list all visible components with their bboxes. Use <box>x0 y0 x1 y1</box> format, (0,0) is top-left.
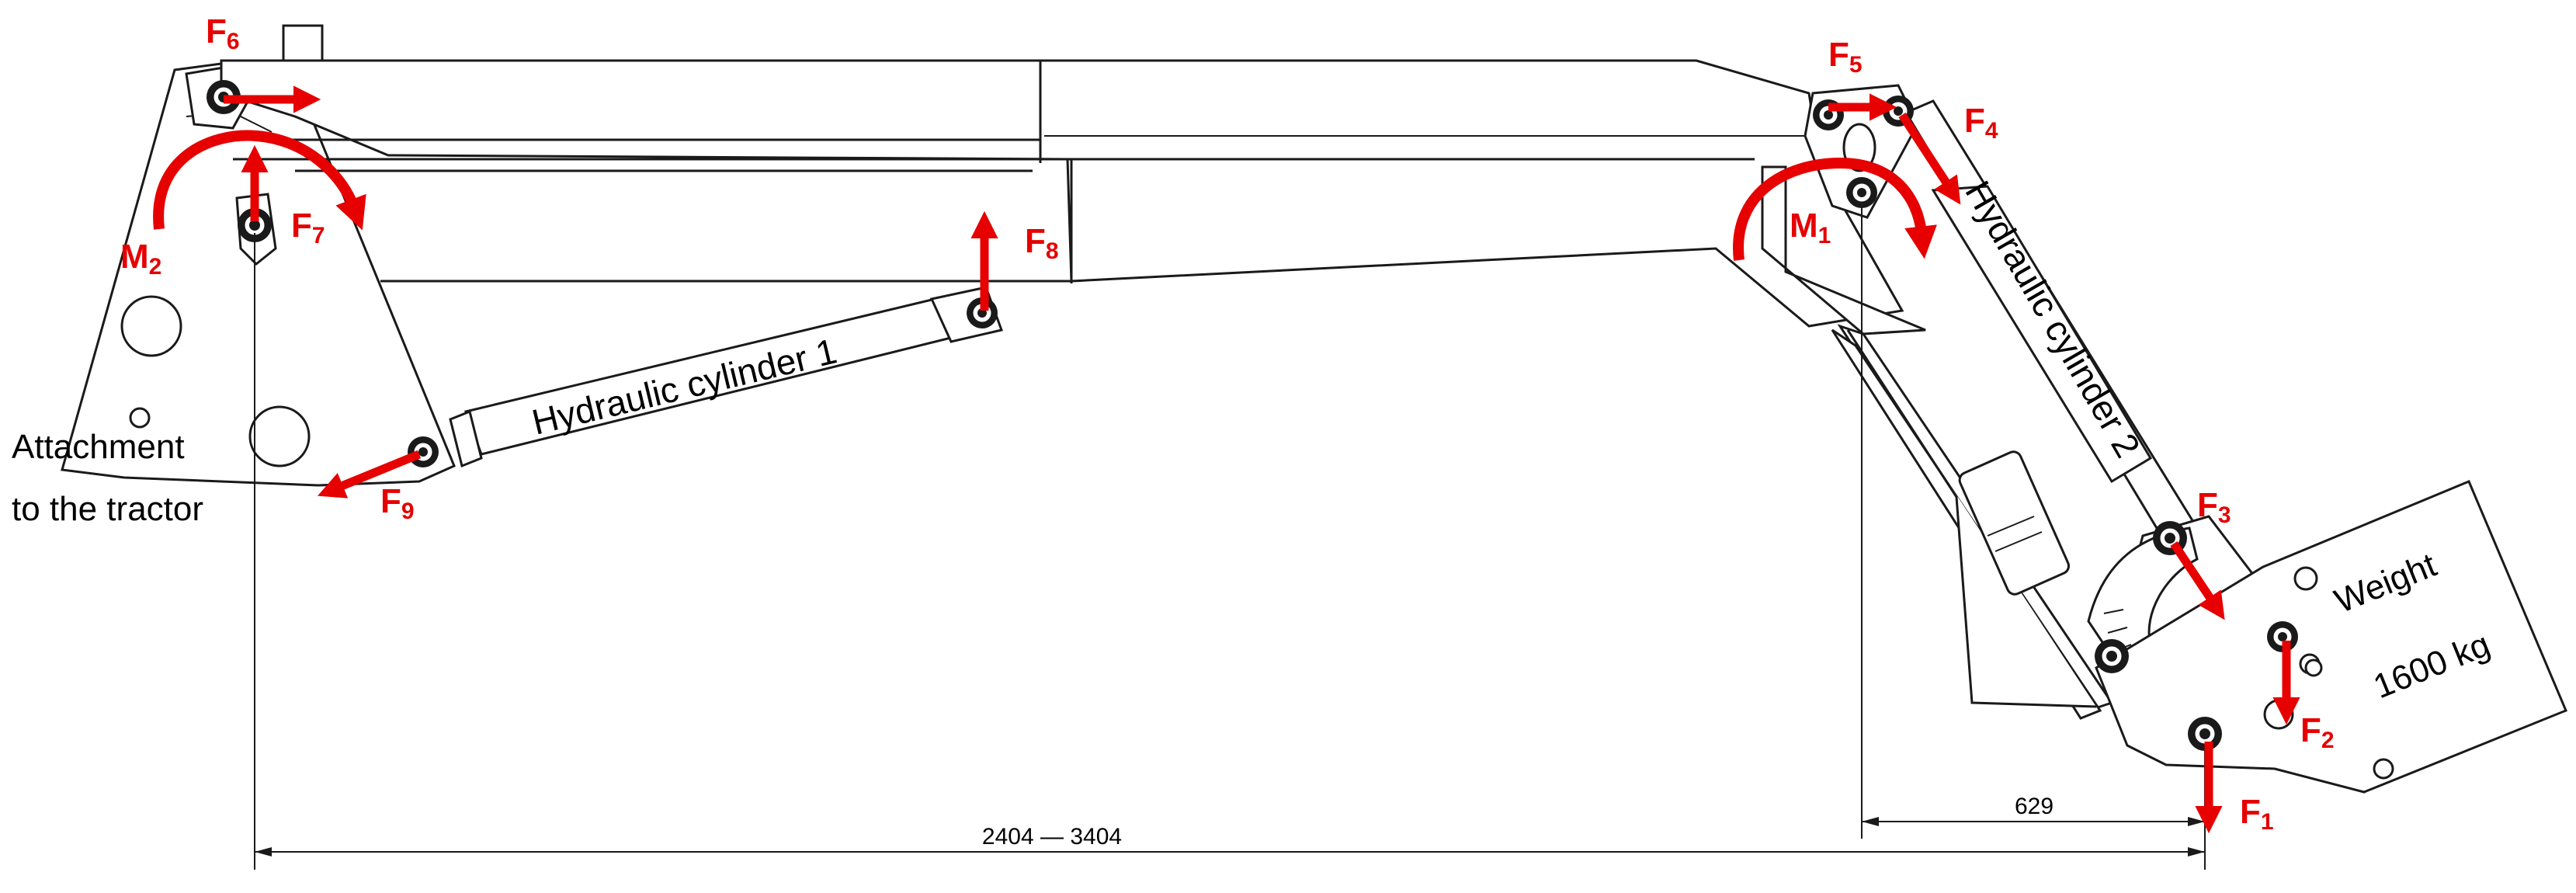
force-label-f2: F2 <box>2300 711 2335 753</box>
force-label-f6: F6 <box>206 12 240 54</box>
force-label-f5: F5 <box>1828 36 1863 78</box>
dimension-short-label: 629 <box>2015 794 2054 819</box>
force-label-f8: F8 <box>1025 222 1059 264</box>
hydraulic-cylinder-2 <box>1904 99 2199 596</box>
hydraulic-cylinder-2-label: Hydraulic cylinder 2 <box>1957 174 2148 464</box>
attachment-label-line2: to the tractor <box>12 490 203 528</box>
pin-coupler-lower <box>2095 639 2129 673</box>
force-label-f9: F9 <box>380 482 415 524</box>
dimension-long-label: 2404 — 3404 <box>982 824 1122 850</box>
force-f9-arrow <box>317 450 422 499</box>
force-label-f1: F1 <box>2240 793 2274 835</box>
force-f3-arrow <box>2170 540 2225 620</box>
force-label-f4: F4 <box>1964 102 1998 144</box>
pin-f1 <box>2188 717 2222 751</box>
moment-m1-arrow <box>1733 157 1937 261</box>
force-label-f3: F3 <box>2197 486 2231 528</box>
force-f4-arrow <box>1898 112 1961 205</box>
attachment-label-line1: Attachment <box>12 428 185 466</box>
pin-f9 <box>408 436 439 467</box>
moment-label-m1: M1 <box>1790 207 1831 248</box>
top-post <box>282 24 324 62</box>
dimension-lines <box>254 202 2206 870</box>
pin-f7 <box>238 208 272 242</box>
force-label-f7: F7 <box>291 207 325 248</box>
implement-weight-box <box>2095 480 2567 794</box>
moment-m2-arrow <box>153 130 366 231</box>
main-boom <box>220 59 1926 335</box>
moment-label-m2: M2 <box>120 238 161 280</box>
